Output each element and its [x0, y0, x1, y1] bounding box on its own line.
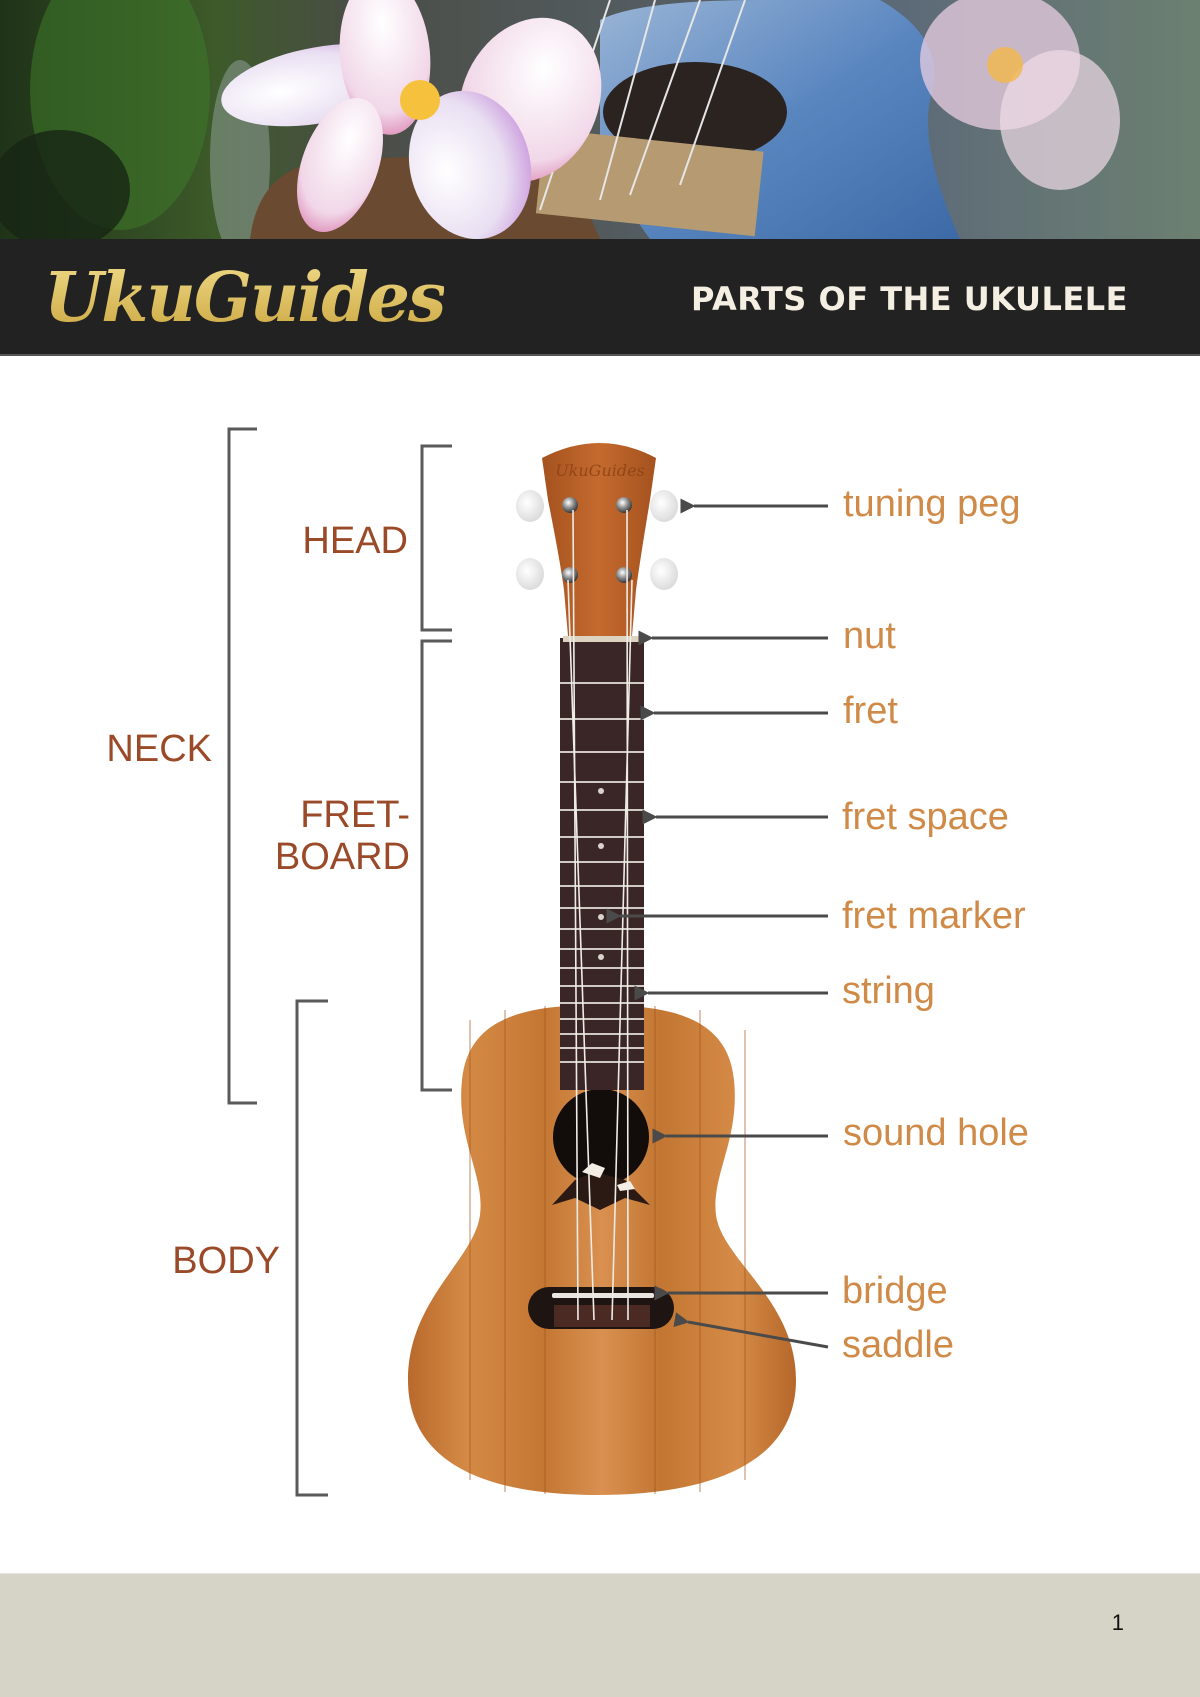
part-label-fret-marker: fret marker [842, 895, 1026, 937]
ukulele-illustration: UkuGuides [227, 427, 829, 1497]
neck-bracket [227, 427, 257, 1105]
head-bracket [420, 444, 452, 632]
fret-markers [598, 788, 604, 960]
fretboard-bracket [420, 639, 452, 1092]
page-footer: 1 [0, 1573, 1200, 1697]
body-bracket [295, 999, 328, 1497]
section-label-fretboard: FRET- BOARD [260, 794, 410, 878]
section-label-head: HEAD [302, 520, 408, 562]
part-label-fret: fret [843, 690, 898, 732]
hero-photo [0, 0, 1200, 239]
part-label-string: string [842, 970, 935, 1012]
nut [563, 636, 641, 642]
ukulele-flower-photo [0, 0, 1200, 239]
header-banner: UkuGuides PARTS OF THE UKULELE [0, 239, 1200, 356]
part-label-saddle: saddle [842, 1324, 954, 1366]
page-number: 1 [1111, 1610, 1124, 1635]
frets [560, 682, 644, 1063]
headstock-engraving: UkuGuides [555, 461, 645, 480]
section-label-neck: NECK [106, 728, 212, 770]
saddle [552, 1293, 654, 1298]
section-brackets [227, 427, 452, 1497]
ukulele-body [408, 1005, 796, 1495]
callout-arrows [606, 498, 829, 1349]
section-label-body: BODY [172, 1240, 280, 1282]
page-title: PARTS OF THE UKULELE [690, 280, 1128, 318]
fretboard-label-line1: FRET- [300, 794, 410, 836]
tuning-pegs [516, 490, 678, 590]
part-label-nut: nut [843, 615, 896, 657]
part-label-bridge: bridge [842, 1270, 948, 1312]
ukuguides-logo: UkuGuides [44, 253, 446, 343]
part-label-sound-hole: sound hole [843, 1112, 1029, 1154]
part-label-fret-space: fret space [842, 796, 1009, 838]
ukulele-diagram: UkuGuides [0, 356, 1200, 1573]
fretboard-label-line2: BOARD [274, 836, 410, 878]
part-label-tuning-peg: tuning peg [843, 483, 1021, 525]
